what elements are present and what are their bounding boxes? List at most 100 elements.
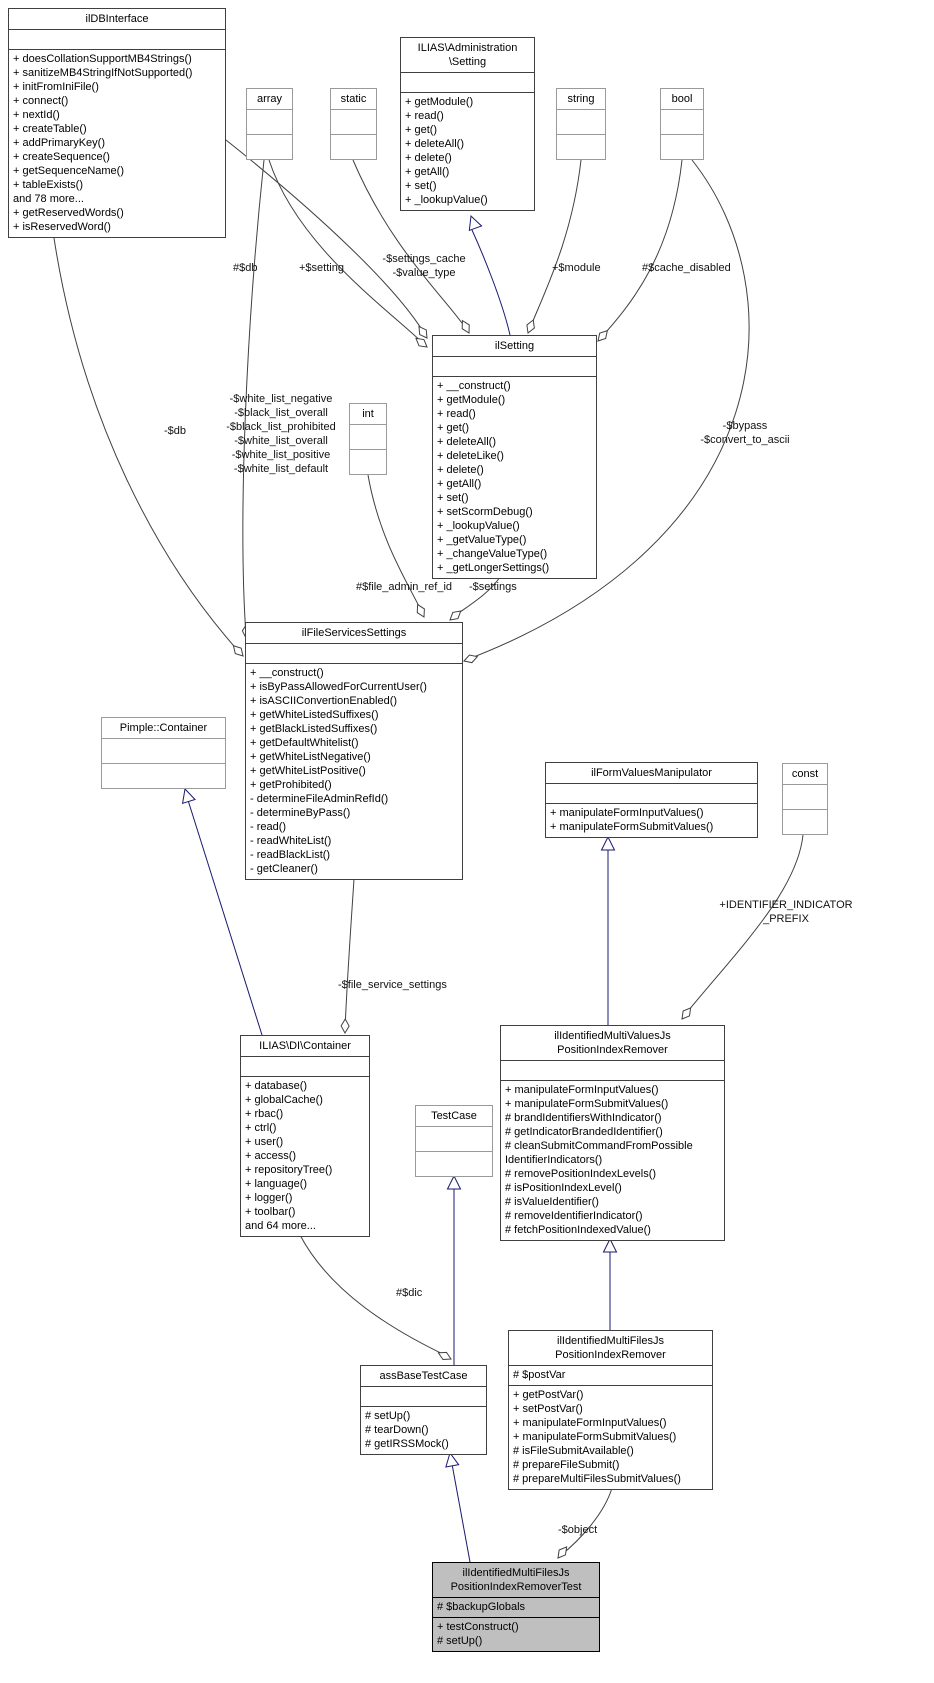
class-title: ILIAS\DI\Container — [241, 1036, 369, 1057]
class-title: ilIdentifiedMultiFilesJs PositionIndexRe… — [509, 1331, 712, 1366]
member-line: + manipulateFormSubmitValues() — [550, 821, 714, 833]
member-line: - determineByPass() — [250, 807, 351, 819]
member-line: # $postVar — [513, 1369, 566, 1381]
member-line: # fetchPositionIndexedValue() — [505, 1224, 651, 1236]
edge-label-object: -$object — [558, 1524, 598, 1536]
class-attributes — [401, 73, 534, 93]
member-line: # removeIdentifierIndicator() — [505, 1210, 643, 1222]
class-title: ilIdentifiedMultiValuesJs PositionIndexR… — [501, 1026, 724, 1061]
member-line: # getIRSSMock() — [365, 1438, 449, 1450]
empty-methods — [783, 809, 827, 834]
edge-label-setting: +$setting — [299, 262, 344, 274]
edge-removertest-assbase-inherit — [451, 1463, 471, 1563]
member-line: + tableExists() — [13, 179, 83, 191]
class-title: ilFileServicesSettings — [246, 623, 462, 644]
type-box-static: static — [330, 88, 377, 160]
member-line: - readWhiteList() — [250, 835, 332, 847]
empty-methods — [661, 134, 703, 159]
class-methods: + getModule()+ read()+ get()+ deleteAll(… — [401, 93, 534, 210]
member-line: + user() — [245, 1136, 284, 1148]
member-line: + getProhibited() — [250, 779, 332, 791]
member-line: + isASCIIConvertionEnabled() — [250, 695, 398, 707]
member-line: + access() — [245, 1150, 297, 1162]
class-ilias-di-container[interactable]: ILIAS\DI\Container + database()+ globalC… — [240, 1035, 370, 1237]
class-ildbinterface[interactable]: ilDBInterface + doesCollationSupportMB4S… — [8, 8, 226, 238]
member-line: + isReservedWord() — [13, 221, 111, 233]
member-line: - determineFileAdminRefId() — [250, 793, 389, 805]
empty-attributes — [102, 739, 225, 763]
diamond — [449, 610, 462, 621]
edge-ildbinterface-filesettings — [53, 237, 242, 655]
member-line: + nextId() — [13, 109, 60, 121]
member-line: # cleanSubmitCommandFromPossible Identif… — [505, 1140, 693, 1166]
class-methods: + testConstruct()# setUp() — [433, 1618, 599, 1651]
edge-label-white-lists: -$white_list_negative -$black_list_overa… — [226, 393, 336, 475]
member-line: # getIndicatorBrandedIdentifier() — [505, 1126, 663, 1138]
class-ilformvaluesmanipulator[interactable]: ilFormValuesManipulator + manipulateForm… — [545, 762, 758, 838]
diamond — [526, 319, 535, 334]
edge-label-settings: -$settings — [469, 581, 517, 593]
member-line: + repositoryTree() — [245, 1164, 333, 1176]
member-line: + sanitizeMB4StringIfNotSupported() — [13, 67, 193, 79]
type-box-const: const — [782, 763, 828, 835]
member-line: + getReservedWords() — [13, 207, 124, 219]
empty-attributes — [247, 110, 292, 134]
class-methods: + manipulateFormInputValues()+ manipulat… — [501, 1081, 724, 1240]
member-line: + get() — [437, 422, 470, 434]
member-line: + createTable() — [13, 123, 87, 135]
member-line: + getWhiteListPositive() — [250, 765, 366, 777]
class-methods: + getPostVar()+ setPostVar()+ manipulate… — [509, 1386, 712, 1489]
member-line: + isByPassAllowedForCurrentUser() — [250, 681, 427, 693]
member-line: # $backupGlobals — [437, 1601, 526, 1613]
diamond — [232, 645, 244, 657]
edge-ildbinterface-ilsetting — [225, 139, 428, 339]
edge-multifiles-removertest — [559, 1487, 613, 1557]
edge-label-identifier-indicator-prefix: +IDENTIFIER_INDICATOR _PREFIX — [719, 899, 853, 925]
diamond — [418, 325, 428, 339]
class-assbasetestcase[interactable]: assBaseTestCase # setUp()# tearDown()# g… — [360, 1365, 487, 1455]
inherit-arrow — [600, 835, 616, 851]
member-line: # isFileSubmitAvailable() — [513, 1445, 634, 1457]
member-line: - getCleaner() — [250, 863, 318, 875]
edge-label-settings-cache: -$settings_cache -$value_type — [382, 253, 466, 279]
empty-attributes — [331, 110, 376, 134]
class-title: ilFormValuesManipulator — [546, 763, 757, 784]
class-methods: + __construct()+ getModule()+ read()+ ge… — [433, 377, 596, 578]
member-line: + set() — [437, 492, 469, 504]
inherit-arrow — [468, 214, 483, 232]
type-box-string: string — [556, 88, 606, 160]
class-attributes: # $backupGlobals — [433, 1598, 599, 1618]
member-line: + testConstruct() — [437, 1621, 519, 1633]
member-line: + manipulateFormInputValues() — [505, 1084, 659, 1096]
empty-methods — [557, 134, 605, 159]
member-line: + read() — [437, 408, 476, 420]
diamond — [415, 337, 428, 348]
edge-label-file-service-settings: -$file_service_settings — [338, 979, 447, 991]
class-title: bool — [661, 89, 703, 110]
member-line: + getBlackListedSuffixes() — [250, 723, 378, 735]
member-line: + setScormDebug() — [437, 506, 533, 518]
class-methods: + __construct() + isByPassAllowedForCurre… — [246, 664, 462, 879]
diamond — [437, 1351, 452, 1361]
empty-methods — [247, 134, 292, 159]
member-line: # brandIdentifiersWithIndicator() — [505, 1112, 662, 1124]
edge-filesettings-dicontainer — [344, 878, 355, 1031]
member-line: + rbac() — [245, 1108, 284, 1120]
diamond — [557, 1546, 568, 1559]
member-line: + delete() — [437, 464, 484, 476]
class-methods: # setUp()# tearDown()# getIRSSMock() — [361, 1407, 486, 1454]
class-ilidentifiedmultivaluesjspositionindexremover[interactable]: ilIdentifiedMultiValuesJs PositionIndexR… — [500, 1025, 725, 1241]
diamond — [597, 329, 609, 342]
class-ilidentifiedmultifilesjspositionindexremover[interactable]: ilIdentifiedMultiFilesJs PositionIndexRe… — [508, 1330, 713, 1490]
class-title: Pimple::Container — [102, 718, 225, 739]
member-line: + addPrimaryKey() — [13, 137, 106, 149]
member-line: + language() — [245, 1178, 308, 1190]
member-line: + __construct() — [250, 667, 324, 679]
class-ilsetting[interactable]: ilSetting + __construct()+ getModule()+ … — [432, 335, 597, 579]
class-ilias-administration-setting[interactable]: ILIAS\Administration \Setting + getModul… — [400, 37, 535, 211]
member-line: + manipulateFormInputValues() — [550, 807, 704, 819]
class-ilfileservicessettings[interactable]: ilFileServicesSettings + __construct()+ … — [245, 622, 463, 880]
empty-attributes — [557, 110, 605, 134]
class-attributes — [361, 1387, 486, 1407]
